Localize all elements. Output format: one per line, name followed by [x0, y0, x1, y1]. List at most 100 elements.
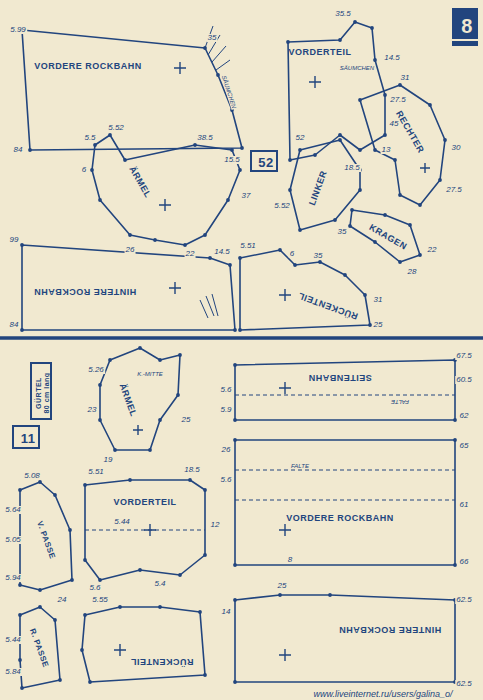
dimension: 12: [210, 521, 221, 529]
dimension: 22: [185, 250, 196, 258]
piece-name: KRAGEN: [367, 222, 409, 252]
dimension: 6: [289, 250, 295, 258]
dimension: 19: [103, 456, 114, 464]
piece-outline: [290, 140, 360, 230]
dimension: 5.6: [88, 584, 101, 592]
dimension: 8: [287, 556, 293, 564]
dimension: 5.55: [91, 596, 109, 604]
piece-name-group: VORDERE ROCKBAHN: [286, 513, 394, 523]
piece-name: VORDERTEIL: [288, 47, 351, 57]
dimension: 5.26: [87, 366, 105, 374]
pattern-piece: LINKER: [290, 140, 360, 230]
dimension: 5.08: [23, 472, 41, 480]
dimension: 14.5: [383, 54, 401, 62]
piece-name: R. PASSE: [28, 627, 51, 668]
piece-name: RÜCKENTEIL: [297, 290, 360, 321]
dimension: 62.5: [455, 596, 473, 604]
pattern-piece: VORDERTEIL: [85, 480, 205, 580]
piece-name-group: ÄRMEL: [117, 382, 139, 418]
dimension: 5.44: [113, 518, 131, 526]
dimension: 22: [427, 246, 438, 254]
piece-name-group: RÜCKENTEIL: [131, 657, 194, 667]
dimension: 6: [81, 166, 87, 174]
piece-name-group: LINKER: [307, 169, 329, 207]
piece-name-group: ÄRMEL: [127, 164, 153, 199]
dimension: 35: [313, 252, 324, 260]
dimension: 25: [277, 582, 288, 590]
piece-name: RÜCKENTEIL: [131, 657, 194, 667]
piece-name: HINTERE ROCKBAHN: [34, 287, 137, 297]
pattern-piece: VORDERE ROCKBAHN: [22, 30, 242, 150]
dimension: 31: [373, 296, 384, 304]
dimension: 5.64: [4, 506, 22, 514]
dimension: 5.99: [9, 26, 27, 34]
dimension: 52: [295, 134, 306, 142]
piece-name-group: 8: [461, 14, 473, 37]
dimension: 25: [181, 416, 192, 424]
dimension: 84: [13, 146, 24, 154]
dimension: 99: [9, 236, 20, 244]
dimension: 62.5: [455, 680, 473, 688]
box-label: 52: [258, 156, 273, 171]
piece-name-group: VORDERTEIL: [288, 47, 351, 57]
dimension: 25: [373, 321, 384, 329]
dimension: K.-MITTE: [136, 371, 164, 377]
piece-name-group: RECHTER: [394, 109, 426, 155]
dimension: 28: [407, 268, 418, 276]
piece-name-group: HINTERE ROCKBAHN: [339, 625, 442, 635]
piece-outline: [22, 30, 242, 150]
watermark: www.liveinternet.ru/users/galina_o/: [312, 690, 453, 699]
number-box: GÜRTEL80 cm lang: [30, 362, 52, 420]
dimension: SÄUMCHEN: [221, 74, 238, 110]
dimension: 27.5: [389, 96, 407, 104]
dimension: 62: [459, 412, 470, 420]
piece-name-group: VORDERTEIL: [113, 497, 176, 507]
dimension: 60.5: [455, 376, 473, 384]
piece-name: RECHTER: [394, 109, 426, 155]
piece-outline: [235, 440, 455, 565]
dimension: 5.6: [219, 476, 232, 484]
dimension: 67.5: [455, 352, 473, 360]
piece-outline: [100, 348, 180, 450]
piece-name-group: GÜRTEL80 cm lang: [35, 372, 51, 413]
piece-name-group: 11: [21, 432, 36, 447]
piece-outline: [85, 480, 205, 580]
dimension: 66: [459, 558, 470, 566]
dimension: 13: [381, 146, 392, 154]
piece-name-group: 52: [258, 156, 273, 171]
pattern-piece: RÜCKENTEIL: [240, 250, 370, 330]
number-box: 52: [250, 150, 278, 172]
pattern-piece: RÜCKENTEIL: [82, 607, 205, 682]
pattern-piece: SEITENBAHN: [235, 360, 455, 420]
dimension: 5.6: [219, 386, 232, 394]
dimension: 5.51: [239, 242, 257, 250]
dimension: 23: [87, 406, 98, 414]
dimension: 31: [400, 74, 411, 82]
pattern-piece: ÄRMEL: [92, 135, 240, 245]
dimension: 84: [9, 321, 20, 329]
box-label: GÜRTEL: [35, 372, 43, 413]
dimension: 61: [459, 501, 470, 509]
dimension: 5.84: [4, 668, 22, 676]
pattern-piece: ÄRMEL: [100, 348, 180, 450]
pattern-piece: R. PASSE: [20, 607, 60, 688]
dimension: 5.5: [83, 134, 96, 142]
dimension: 5.4: [153, 580, 166, 588]
piece-name-group: KRAGEN: [367, 222, 409, 252]
dimension: 18.5: [343, 164, 361, 172]
piece-name: LINKER: [307, 169, 329, 207]
dimension: 35: [207, 34, 218, 42]
dimension: FALTE: [390, 399, 410, 405]
dimension: 5.52: [107, 124, 125, 132]
piece-name: V. PASSE: [35, 520, 57, 560]
dimension: 5.05: [4, 536, 22, 544]
dimension: 18.5: [183, 466, 201, 474]
number-box: 8: [452, 8, 478, 39]
box-label: 11: [21, 432, 36, 447]
dimension: 30: [451, 144, 462, 152]
number-box: 11: [12, 425, 40, 449]
piece-name: ÄRMEL: [127, 164, 153, 199]
piece-name: HINTERE ROCKBAHN: [339, 625, 442, 635]
piece-outline: [92, 135, 240, 245]
